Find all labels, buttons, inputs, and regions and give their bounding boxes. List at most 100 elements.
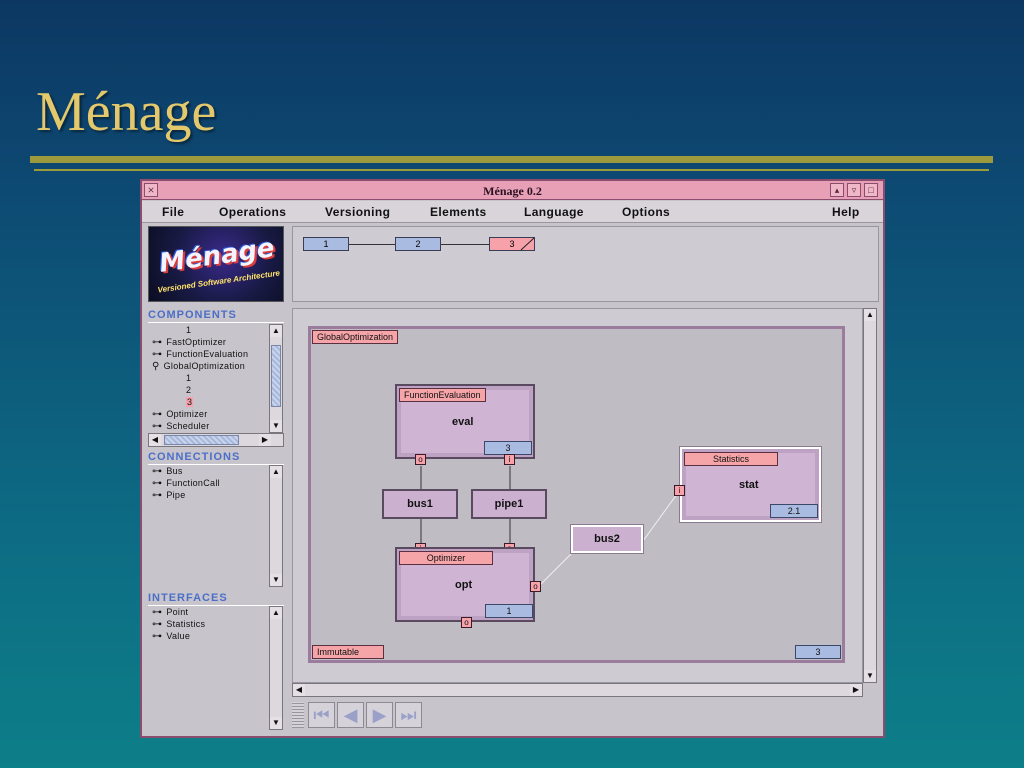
component-stat[interactable]: Statistics stat 2.1 (680, 447, 821, 522)
list-item[interactable]: ⊶Optimizer (148, 408, 270, 420)
list-item[interactable]: ⊶Bus (148, 465, 270, 477)
list-item-label: Bus (166, 466, 183, 476)
component-type-tag: Statistics (684, 452, 778, 466)
list-item[interactable]: 3 (148, 396, 270, 408)
scroll-thumb[interactable] (271, 345, 281, 407)
menu-operations[interactable]: Operations (219, 205, 287, 219)
component-opt[interactable]: Optimizer opt 1 (395, 547, 535, 622)
list-item-label: Optimizer (166, 409, 208, 419)
connections-heading: CONNECTIONS (148, 451, 241, 463)
scroll-up-icon[interactable]: ▲ (270, 607, 282, 619)
scroll-right-icon[interactable]: ▶ (259, 434, 271, 446)
list-item-label: 1 (186, 325, 192, 335)
scroll-down-icon[interactable]: ▼ (270, 420, 282, 432)
connector-bus2[interactable]: bus2 (571, 525, 643, 553)
interfaces-vscrollbar[interactable]: ▲ ▼ (269, 606, 283, 730)
list-item[interactable]: ⚲GlobalOptimization (148, 360, 270, 372)
menu-elements[interactable]: Elements (430, 205, 487, 219)
menage-logo: Ménage Versioned Software Architecture (148, 226, 284, 302)
list-item-label: Scheduler (166, 421, 210, 431)
scroll-down-icon[interactable]: ▼ (270, 574, 282, 586)
components-hscrollbar[interactable]: ◀ ▶ (148, 433, 284, 447)
version-edge (349, 244, 395, 245)
tree-node-icon[interactable]: ⊶ (152, 337, 163, 348)
list-item[interactable]: ⊶Point (148, 606, 270, 618)
shade-button[interactable]: ▿ (847, 183, 861, 197)
minimize-button[interactable]: ▴ (830, 183, 844, 197)
close-icon[interactable]: ⨯ (144, 183, 158, 197)
menu-language[interactable]: Language (524, 205, 584, 219)
scroll-right-icon[interactable]: ▶ (850, 684, 862, 696)
scroll-up-icon[interactable]: ▲ (270, 466, 282, 478)
menu-options[interactable]: Options (622, 205, 671, 219)
diagram-vscrollbar[interactable]: ▲ ▼ (863, 308, 877, 683)
title-rule-thick (30, 156, 993, 163)
port-input[interactable]: i (674, 485, 685, 496)
connector-bus1[interactable]: bus1 (382, 489, 458, 519)
list-item[interactable]: 1 (148, 372, 270, 384)
scroll-up-icon[interactable]: ▲ (270, 325, 282, 337)
list-item[interactable]: ⊶Value (148, 630, 270, 642)
component-version-tag: 2.1 (770, 504, 818, 518)
tree-node-icon[interactable]: ⊶ (152, 619, 163, 630)
component-type-tag: Optimizer (399, 551, 493, 565)
tree-node-icon[interactable]: ⊶ (152, 490, 163, 501)
maximize-button[interactable]: □ (864, 183, 878, 197)
tree-node-icon[interactable]: ⊶ (152, 421, 163, 432)
list-item[interactable]: ⊶Scheduler (148, 420, 270, 432)
version-node-1[interactable]: 1 (303, 237, 349, 251)
back-button[interactable]: ◀ (337, 702, 364, 728)
list-item[interactable]: ⊶FastOptimizer (148, 336, 270, 348)
menu-versioning[interactable]: Versioning (325, 205, 391, 219)
components-vscrollbar[interactable]: ▲ ▼ (269, 324, 283, 433)
interfaces-heading: INTERFACES (148, 592, 228, 604)
port-input[interactable]: i (504, 454, 515, 465)
component-name: eval (452, 416, 474, 428)
tree-node-icon[interactable]: ⚲ (152, 361, 160, 372)
component-type-tag: FunctionEvaluation (399, 388, 486, 402)
first-button[interactable]: ⏮ (308, 702, 335, 728)
port-output[interactable]: o (530, 581, 541, 592)
list-item-label: FunctionEvaluation (166, 349, 249, 359)
tree-node-icon[interactable]: ⊶ (152, 478, 163, 489)
scroll-down-icon[interactable]: ▼ (270, 717, 282, 729)
component-version-tag: 1 (485, 604, 533, 618)
version-node-2[interactable]: 2 (395, 237, 441, 251)
tree-node-icon[interactable]: ⊶ (152, 349, 163, 360)
connector-pipe1[interactable]: pipe1 (471, 489, 547, 519)
slide-title: Ménage (36, 81, 217, 143)
port-output[interactable]: o (461, 617, 472, 628)
section-divider (148, 322, 284, 323)
container-name-tag: GlobalOptimization (312, 330, 399, 344)
list-item[interactable]: ⊶Statistics (148, 618, 270, 630)
forward-button[interactable]: ▶ (366, 702, 393, 728)
tree-node-icon[interactable]: ⊶ (152, 631, 163, 642)
scroll-thumb[interactable] (164, 435, 239, 445)
diagram-hscrollbar[interactable]: ◀ ▶ (292, 683, 863, 697)
container-version-tag: 3 (795, 645, 841, 659)
scroll-up-icon[interactable]: ▲ (864, 309, 876, 321)
list-item[interactable]: 1 (148, 324, 270, 336)
list-item[interactable]: ⊶Pipe (148, 489, 270, 501)
list-item-label: FastOptimizer (166, 337, 227, 347)
resize-grip[interactable] (292, 702, 304, 728)
list-item[interactable]: ⊶FunctionEvaluation (148, 348, 270, 360)
title-rule-thin (34, 169, 989, 171)
list-item[interactable]: ⊶FunctionCall (148, 477, 270, 489)
list-item[interactable]: 2 (148, 384, 270, 396)
menu-file[interactable]: File (162, 205, 185, 219)
tree-node-icon[interactable]: ⊶ (152, 466, 163, 477)
scroll-left-icon[interactable]: ◀ (293, 684, 305, 696)
scroll-down-icon[interactable]: ▼ (864, 670, 876, 682)
tree-node-icon[interactable]: ⊶ (152, 607, 163, 618)
window-title: Ménage 0.2 (483, 184, 542, 198)
interfaces-list: ⊶Point⊶Statistics⊶Value (148, 606, 270, 730)
tree-node-icon[interactable]: ⊶ (152, 409, 163, 420)
menu-help[interactable]: Help (832, 205, 860, 219)
component-eval[interactable]: FunctionEvaluation eval 3 (395, 384, 535, 459)
scroll-left-icon[interactable]: ◀ (149, 434, 161, 446)
port-output[interactable]: o (415, 454, 426, 465)
list-item-label: Statistics (166, 619, 206, 629)
connections-vscrollbar[interactable]: ▲ ▼ (269, 465, 283, 587)
last-button[interactable]: ⏭ (395, 702, 422, 728)
